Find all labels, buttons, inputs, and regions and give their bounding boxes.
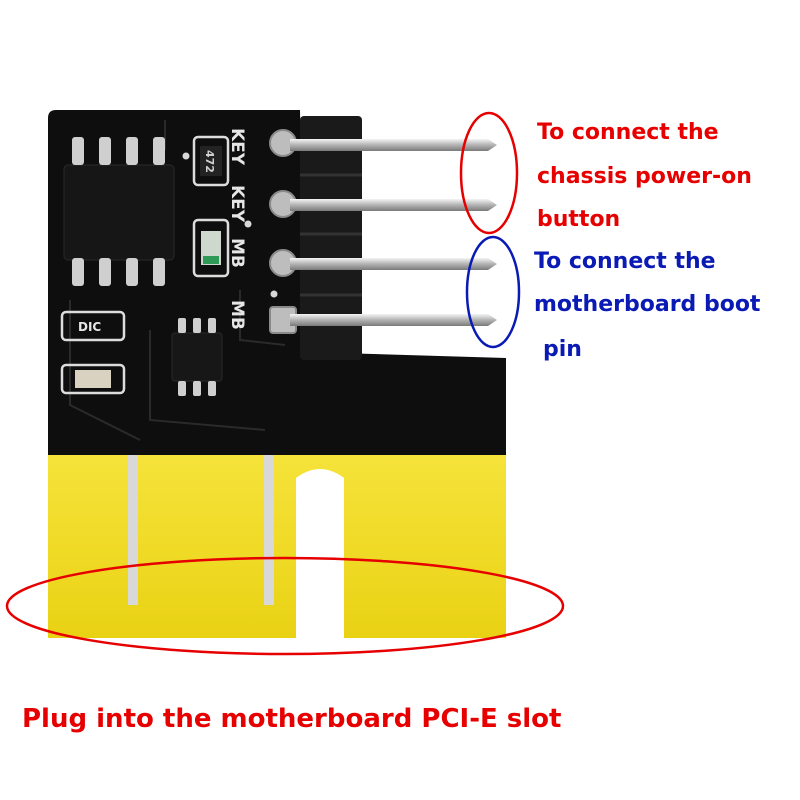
pin-header (290, 116, 497, 360)
boot-pin-callout-line-1: To connect the (534, 249, 716, 274)
silk-mb-2: MB (227, 300, 247, 330)
power-button-pins-highlight (459, 111, 519, 235)
boot-pins-highlight (465, 235, 521, 349)
silk-mb-1: MB (227, 238, 247, 268)
pcie-slot-highlight (5, 556, 565, 656)
power-button-callout-line-3: button (537, 207, 621, 232)
silk-key-1: KEY (227, 128, 247, 166)
silk-resistor: 472 (203, 150, 216, 173)
power-button-callout-line-2: chassis power-on (537, 164, 752, 189)
transistor (171, 318, 223, 396)
pcb-board (48, 110, 506, 456)
silk-diode: DIC (78, 320, 101, 334)
silk-key-2: KEY (227, 185, 247, 223)
boot-pin-callout-line-2: motherboard boot (534, 292, 761, 317)
silkscreen-labels: KEY KEY MB MB 472 DIC (78, 128, 247, 334)
gold-finger-connector (48, 455, 506, 638)
boot-pin-callout-line-3: pin (543, 337, 582, 362)
power-button-callout-line-1: To connect the (537, 120, 719, 145)
pcie-callout: Plug into the motherboard PCI-E slot (22, 704, 562, 734)
pin-solder-pads (269, 129, 297, 334)
ic-chip (63, 137, 175, 286)
smd-components (60, 135, 278, 395)
